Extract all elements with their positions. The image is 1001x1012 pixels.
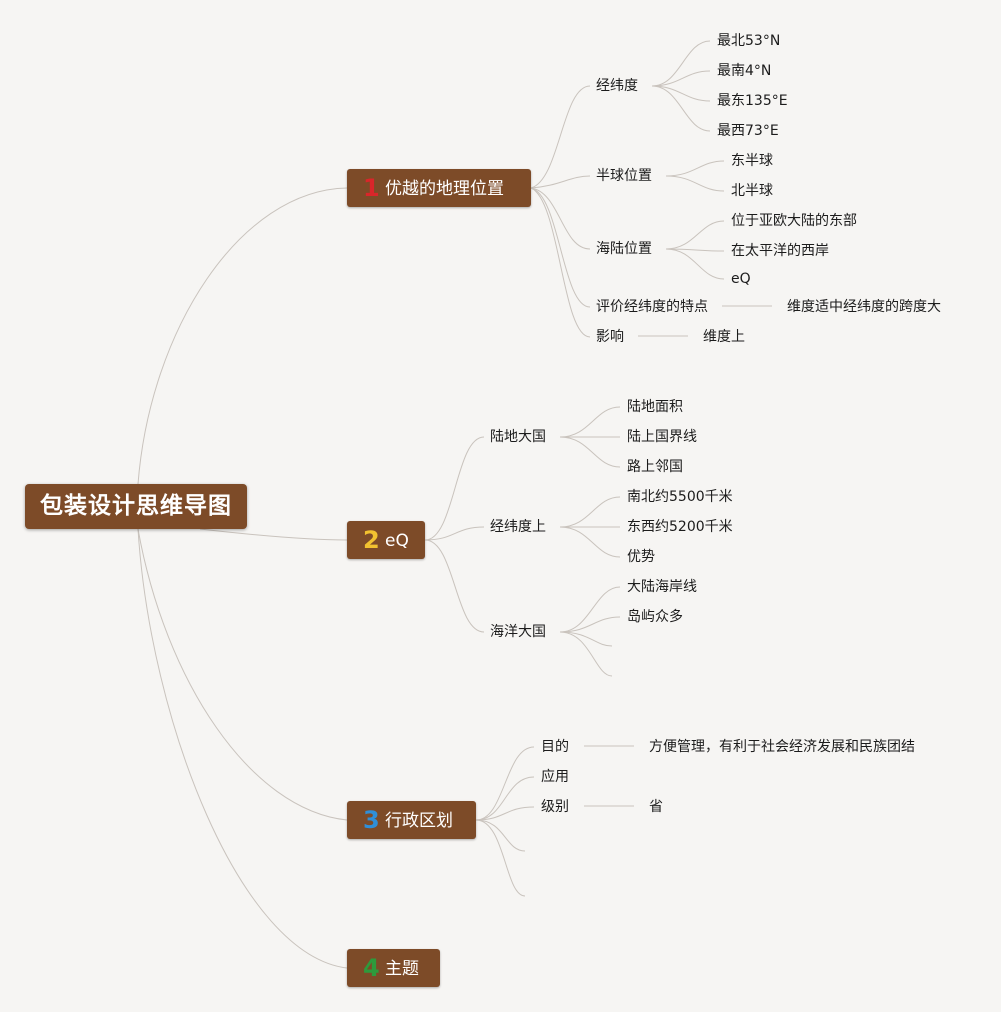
- node-hailu[interactable]: 海陆位置: [596, 241, 652, 257]
- node-yaou[interactable]: 位于亚欧大陆的东部: [731, 213, 857, 229]
- node-zuidong[interactable]: 最东135°E: [717, 93, 788, 109]
- node-sheng[interactable]: 省: [649, 799, 663, 815]
- node-taipingyang[interactable]: 在太平洋的西岸: [731, 243, 829, 259]
- number-2-icon: 2: [363, 526, 380, 554]
- node-mudi[interactable]: 目的: [541, 739, 569, 755]
- node-fangbianguanli[interactable]: 方便管理，有利于社会经济发展和民族团结: [649, 739, 915, 755]
- node-yingyong[interactable]: 应用: [541, 769, 569, 785]
- node-haiyangdaguo[interactable]: 海洋大国: [490, 624, 546, 640]
- node-nanbei[interactable]: 南北约5500千米: [627, 489, 733, 505]
- link-t1-jingweidu: [530, 85, 591, 189]
- topic-label-1: 优越的地理位置: [385, 179, 504, 199]
- node-eq-1[interactable]: eQ: [731, 271, 751, 287]
- number-3-icon: 3: [363, 806, 380, 834]
- node-dongbanqiu[interactable]: 东半球: [731, 153, 773, 169]
- node-jingweidushang[interactable]: 经纬度上: [490, 519, 546, 535]
- node-zuixi[interactable]: 最西73°E: [717, 123, 779, 139]
- topic-label-4: 主题: [385, 959, 419, 979]
- node-jibie[interactable]: 级别: [541, 799, 569, 815]
- node-haianxian[interactable]: 大陆海岸线: [627, 579, 697, 595]
- node-weidushang[interactable]: 维度上: [703, 329, 745, 345]
- number-1-icon: 1: [363, 174, 380, 202]
- node-zuinan[interactable]: 最南4°N: [717, 63, 772, 79]
- node-youshi[interactable]: 优势: [627, 549, 655, 565]
- link-t1-yingxiang: [530, 187, 591, 338]
- node-beibanqiu[interactable]: 北半球: [731, 183, 773, 199]
- node-dongxi[interactable]: 东西约5200千米: [627, 519, 733, 535]
- node-lushanglinguo[interactable]: 路上邻国: [627, 459, 683, 475]
- node-lushangguojiexian[interactable]: 陆上国界线: [627, 429, 697, 445]
- node-jingweidu[interactable]: 经纬度: [596, 78, 638, 94]
- topic-label-3: 行政区划: [385, 811, 453, 831]
- node-ludidaguo[interactable]: 陆地大国: [490, 429, 546, 445]
- number-4-icon: 4: [363, 954, 380, 982]
- topic-label-2: eQ: [385, 531, 409, 551]
- node-banqiu[interactable]: 半球位置: [596, 168, 652, 184]
- node-ludimianji[interactable]: 陆地面积: [627, 399, 683, 415]
- root-node[interactable]: 包装设计思维导图: [25, 484, 247, 529]
- link-t1-pingjia: [530, 187, 591, 308]
- node-pingjia[interactable]: 评价经纬度的特点: [596, 299, 708, 315]
- node-weidushizhong[interactable]: 维度适中经纬度的跨度大: [787, 299, 941, 315]
- node-yingxiang[interactable]: 影响: [596, 329, 624, 345]
- node-daoyu[interactable]: 岛屿众多: [627, 609, 683, 625]
- link-root-topic4: [137, 528, 348, 969]
- link-root-topic2: [199, 528, 348, 541]
- link-root-topic3: [137, 528, 348, 821]
- link-t1-banqiu: [530, 175, 591, 189]
- link-t1-hailu: [530, 187, 591, 250]
- link-root-topic1: [137, 187, 348, 485]
- node-zuibei[interactable]: 最北53°N: [717, 33, 781, 49]
